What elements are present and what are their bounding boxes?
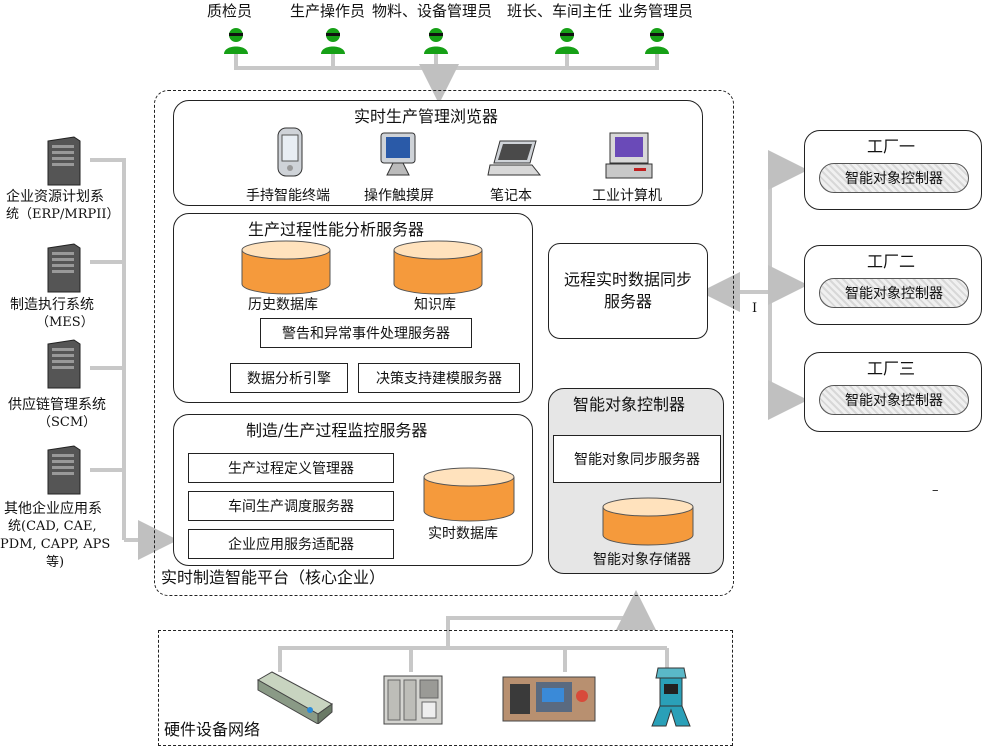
device-label-touchscreen: 操作触摸屏 [364,188,434,204]
smart-sync-server-box: 智能对象同步服务器 [553,435,721,483]
factory-1-title: 工厂一 [867,137,916,156]
server-icon [47,445,81,495]
other-systems-label-line1: 其他企业应用系 [4,501,102,517]
scm-label-line1: 供应链管理系统 [8,397,106,413]
monitor-server-box: 制造/生产过程监控服务器 生产过程定义管理器 车间生产调度服务器 企业应用服务适… [173,414,533,566]
process-definition-box: 生产过程定义管理器 [188,453,394,483]
erp-label-line2: 统（ERP/MRPII） [6,207,120,222]
hardware-network-container [158,630,733,746]
realtime-db-label: 实时数据库 [428,526,498,542]
realtime-database-icon [423,467,515,522]
monitor-title: 制造/生产过程监控服务器 [246,421,428,440]
remote-sync-server-box: 远程实时数据同步服务器 [548,243,708,339]
mes-label-line2: （MES） [36,315,94,330]
stray-dash-mark: – [932,483,939,498]
factory-1-controller: 智能对象控制器 [819,163,969,193]
control-panel-device-icon [502,676,596,722]
other-systems-label-line2: 统(CAD, CAE, [8,519,97,534]
workshop-scheduling-box: 车间生产调度服务器 [188,491,394,521]
user-label-material-manager: 物料、设备管理员 [372,2,493,20]
handheld-terminal-icon [277,127,303,177]
device-label-handheld: 手持智能终端 [246,188,330,204]
browser-box: 实时生产管理浏览器 手持智能终端 操作触摸屏 笔记本 工业计算机 [173,100,703,206]
history-database-icon [241,240,331,295]
stray-bar-mark: I [752,301,758,316]
decision-support-box: 决策支持建模服务器 [358,363,520,393]
user-icon [424,28,448,54]
server-icon [47,339,81,389]
alarm-server-box: 警告和异常事件处理服务器 [260,318,472,348]
factory-3-controller: 智能对象控制器 [819,385,969,415]
user-label-business-admin: 业务管理员 [618,2,694,20]
smart-storage-icon [602,497,694,546]
user-label-team-leader: 班长、车间主任 [507,2,613,20]
knowledge-base-icon [393,240,483,295]
user-icon [321,28,345,54]
erp-label-line1: 企业资源计划系 [6,189,104,205]
factory-2-box: 工厂二 智能对象控制器 [804,245,982,325]
smart-controller-title: 智能对象控制器 [573,395,686,414]
analysis-title: 生产过程性能分析服务器 [248,220,425,239]
smart-storage-label: 智能对象存储器 [593,552,691,568]
analysis-server-box: 生产过程性能分析服务器 历史数据库 知识库 警告和异常事件处理服务器 数据分析引… [173,213,533,403]
touch-screen-icon [380,132,416,176]
factory-2-title: 工厂二 [867,252,916,271]
other-systems-label-line4: 等) [46,555,65,570]
factory-3-box: 工厂三 智能对象控制器 [804,352,982,432]
industrial-computer-icon [605,132,653,179]
enterprise-adapter-box: 企业应用服务适配器 [188,529,394,559]
device-label-laptop: 笔记本 [490,188,532,204]
device-label-industrial-pc: 工业计算机 [592,188,662,204]
data-engine-box: 数据分析引擎 [230,363,348,393]
scm-label-line2: （SCM） [38,415,97,430]
user-label-operator: 生产操作员 [290,2,366,20]
factory-3-title: 工厂三 [867,359,916,378]
server-icon [47,243,81,293]
server-icon [47,136,81,186]
scanner-device-icon [256,671,333,724]
factory-1-box: 工厂一 智能对象控制器 [804,130,982,210]
factory-2-controller: 智能对象控制器 [819,278,969,308]
plc-device-icon [383,675,443,725]
user-icon [555,28,579,54]
mes-label-line1: 制造执行系统 [10,297,94,313]
user-label-inspector: 质检员 [207,2,253,20]
user-icon [224,28,248,54]
platform-label: 实时制造智能平台（核心企业） [161,568,386,587]
history-db-label: 历史数据库 [248,297,318,313]
other-systems-label-line3: PDM, CAPP, APS [0,537,111,552]
smart-controller-box: 智能对象控制器 智能对象同步服务器 智能对象存储器 [548,388,724,574]
knowledge-base-label: 知识库 [414,297,456,313]
user-icon [645,28,669,54]
browser-title: 实时生产管理浏览器 [354,107,499,126]
sensor-device-icon [651,667,691,727]
laptop-icon [487,140,542,176]
hardware-network-label: 硬件设备网络 [164,720,261,739]
platform-container [154,90,734,596]
